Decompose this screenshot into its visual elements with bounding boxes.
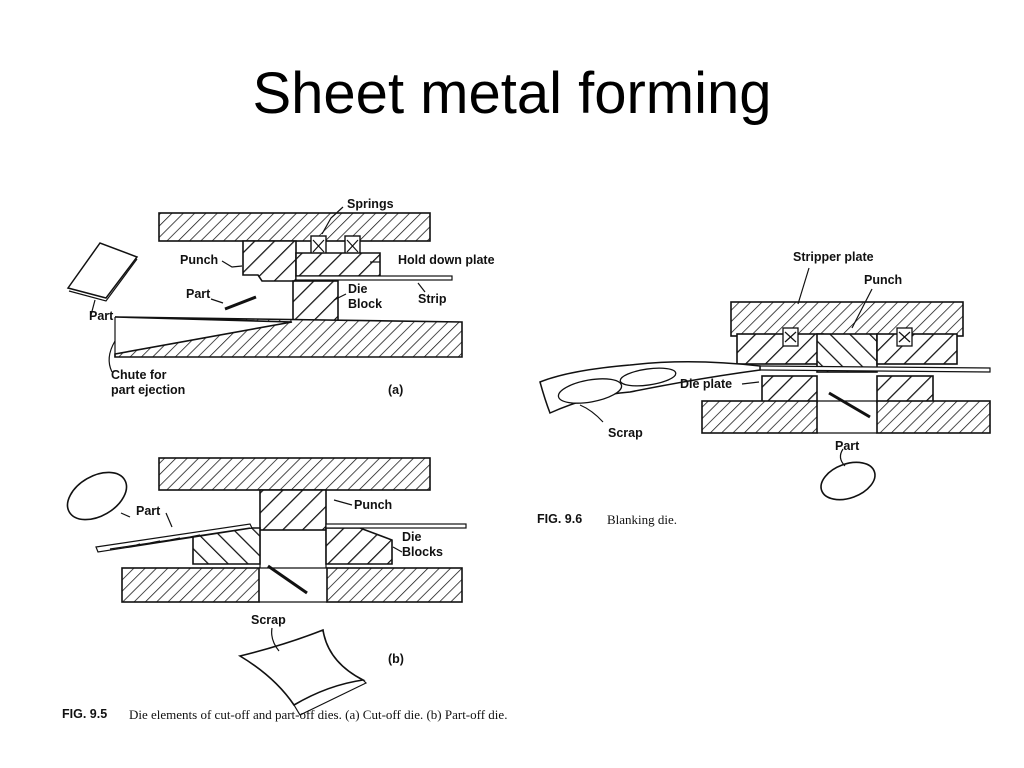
fig-a-springs	[310, 235, 361, 257]
fig-blank-label-stripper-plate: Stripper plate	[793, 250, 874, 264]
fig-b-label-part: Part	[136, 504, 161, 518]
fig-b-label-blocks: Blocks	[402, 545, 443, 559]
fig-blank-part-inner	[828, 391, 871, 419]
fig-blank-die-plate-right	[876, 375, 934, 403]
fig-a-label-die: Die	[348, 282, 368, 296]
fig-b-top-plate	[158, 457, 431, 491]
fig-b-base-left	[121, 567, 260, 603]
fig-blank-base-right	[876, 400, 991, 434]
fig-blank-die-plate-left	[761, 375, 818, 403]
fig-a-label-chute-1: Chute for	[111, 368, 167, 382]
fig-a-label-part-outer: Part	[89, 309, 114, 323]
fig-blank-label-punch: Punch	[864, 273, 902, 287]
fig-9-6-caption-number: FIG. 9.6	[537, 512, 582, 526]
fig-blank-base-left	[701, 400, 818, 434]
fig-blank-strip	[759, 365, 991, 373]
fig-b-part-off-die: Punch Part Die Blocks Scrap (b)	[66, 457, 467, 716]
fig-a-part-inner	[224, 295, 257, 311]
fig-b-scrap-inner	[267, 564, 308, 595]
fig-a-strip	[295, 275, 453, 281]
fig-b-punch	[259, 489, 327, 531]
fig-a-panel-label: (a)	[388, 383, 403, 397]
fig-a-label-strip: Strip	[418, 292, 447, 306]
fig-blank-label-part: Part	[835, 439, 860, 453]
fig-b-label-die: Die	[402, 530, 422, 544]
fig-blank-scrap-skeleton	[539, 361, 761, 415]
fig-9-5-caption-number: FIG. 9.5	[62, 707, 107, 721]
fig-9-6-caption-text: Blanking die.	[607, 512, 677, 527]
fig-blank-stripper-right	[876, 333, 958, 365]
fig-blank-label-die-plate: Die plate	[680, 377, 732, 391]
fig-b-scrap-outer	[237, 628, 366, 707]
fig-a-label-punch: Punch	[180, 253, 218, 267]
fig-a-label-springs: Springs	[347, 197, 394, 211]
fig-a-label-chute-2: part ejection	[111, 383, 185, 397]
fig-a-punch	[242, 240, 297, 282]
fig-b-part-outer	[66, 471, 128, 521]
fig-blank-top-plate	[730, 301, 964, 337]
fig-a-die-block	[292, 280, 339, 322]
fig-b-panel-label: (b)	[388, 652, 404, 666]
fig-a-label-part-inner: Part	[186, 287, 211, 301]
fig-9-5-caption-text: Die elements of cut-off and part-off die…	[129, 707, 507, 722]
fig-b-label-scrap: Scrap	[251, 613, 286, 627]
fig-a-base-chute	[114, 316, 463, 358]
fig-a-part-outer	[66, 242, 139, 299]
fig-a-label-hold-down-plate: Hold down plate	[398, 253, 495, 267]
fig-b-base-right	[326, 567, 463, 603]
fig-a-hold-down-plate	[295, 252, 381, 277]
fig-blank-label-scrap: Scrap	[608, 426, 643, 440]
fig-b-die-block-right	[325, 527, 393, 565]
fig-a-top-plate	[158, 212, 431, 242]
fig-a-label-block: Block	[348, 297, 382, 311]
fig-b-strip-right	[325, 523, 467, 529]
fig-blank-stripper-left	[736, 333, 824, 365]
fig-blank-part-outer	[820, 461, 876, 501]
slide-title: Sheet metal forming	[252, 61, 772, 126]
fig-b-label-punch: Punch	[354, 498, 392, 512]
fig-blank-punch	[816, 333, 878, 373]
fig-9-6-blanking-die: Stripper plate Punch Die plate Scrap Par…	[539, 250, 991, 501]
fig-a-cut-off-die: Springs Punch Hold down plate Part Die B…	[66, 197, 495, 397]
